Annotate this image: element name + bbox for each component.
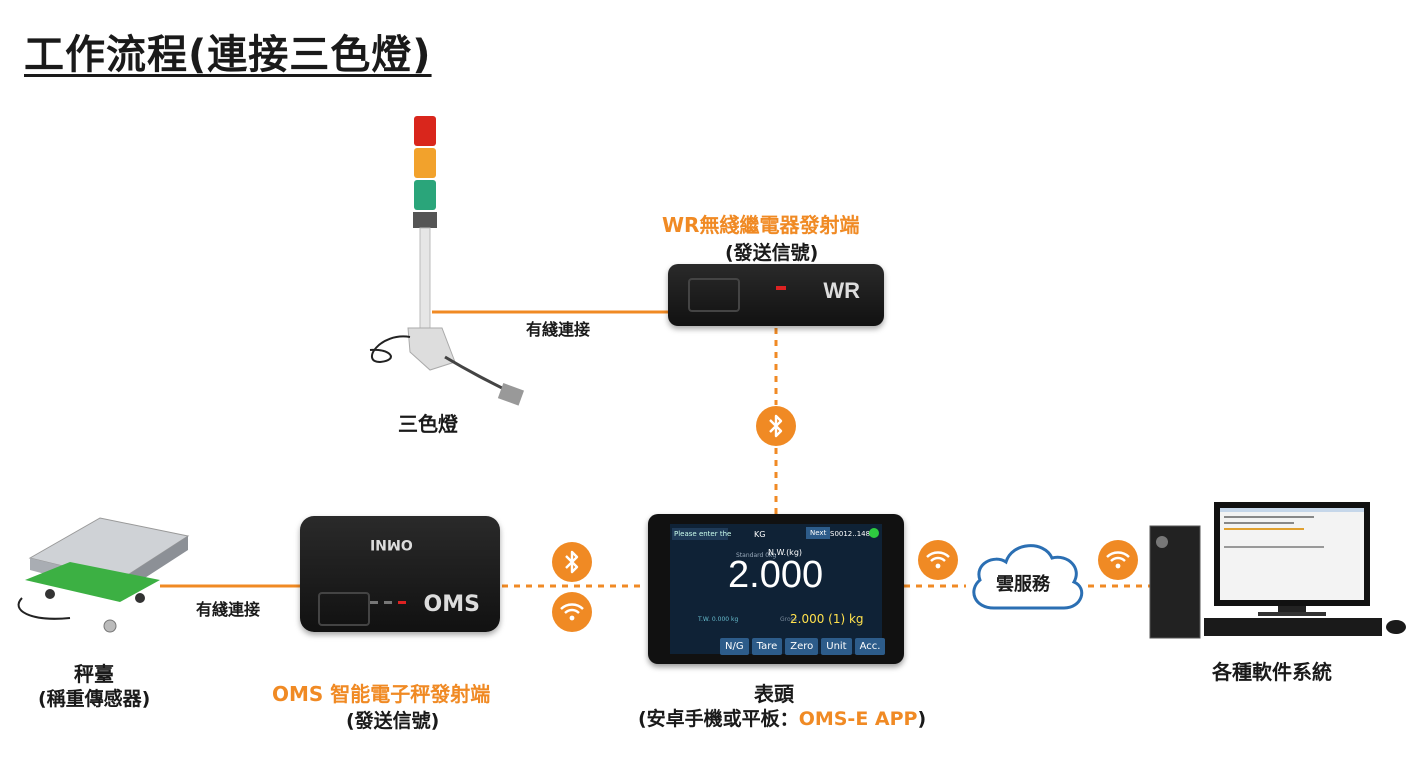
oms-device: OMNI OMS [300, 516, 500, 632]
tablet-title: 表頭 [754, 682, 794, 706]
scale-image [10, 510, 190, 640]
stack-light-label: 三色燈 [398, 412, 458, 436]
wifi-icon [552, 592, 592, 632]
wired-label-top: 有綫連接 [526, 320, 591, 339]
wifi-icon [1098, 540, 1138, 580]
tablet-unit-button[interactable]: Unit [821, 638, 852, 655]
tablet-subtitle-suffix: ) [917, 708, 927, 730]
tablet-ng-button[interactable]: N/G [720, 638, 749, 655]
tablet-serial: S0012..14893 [830, 530, 879, 538]
tablet-status-dot [869, 528, 879, 538]
tablet-gross-label: Gross [780, 616, 797, 623]
tablet-nw-label: N.W.(kg) [768, 548, 803, 557]
cloud-icon [964, 534, 1090, 618]
wired-label-bottom: 有綫連接 [196, 600, 261, 619]
oms-led-3 [398, 601, 406, 604]
stack-light-image [350, 112, 540, 412]
oms-subtitle: (發送信號) [346, 710, 440, 732]
wr-subtitle: (發送信號) [725, 242, 819, 264]
tablet-subtitle: (安卓手機或平板：OMS-E APP) [638, 704, 926, 731]
pc-image [1148, 500, 1410, 645]
wr-title: WR無綫繼電器發射端 [662, 213, 860, 237]
oms-brand: OMNI [370, 536, 413, 552]
tablet-device: Please enter the KG Next S0012..14893 St… [648, 514, 904, 664]
wr-device: WR [668, 264, 884, 326]
tablet-subtitle-prefix: (安卓手機或平板： [638, 708, 799, 730]
page-title: 工作流程(連接三色燈) [24, 32, 432, 78]
oms-led-1 [370, 601, 378, 604]
scale-subtitle: (稱重傳感器) [38, 688, 151, 710]
tablet-weight: 2.000 [728, 554, 824, 596]
tablet-search-input[interactable]: Please enter the [672, 528, 732, 540]
oms-title: OMS 智能電子秤發射端 [272, 682, 491, 706]
wr-device-text: WR [823, 278, 860, 303]
wr-port [688, 278, 740, 312]
tablet-acc-button[interactable]: Acc. [854, 638, 886, 655]
tablet-gross: 2.000 (1) kg [790, 612, 864, 626]
tablet-subtitle-app: OMS-E APP [798, 708, 918, 730]
scale-label: 秤臺 [74, 662, 114, 686]
tablet-tare-button[interactable]: Tare [751, 638, 783, 655]
tablet-screen: Please enter the KG Next S0012..14893 St… [670, 524, 886, 655]
tablet-tw: T.W. 0.000 kg [698, 616, 739, 623]
cloud-label: 雲服務 [996, 574, 1050, 595]
wr-status-led [776, 286, 786, 290]
tablet-zero-button[interactable]: Zero [785, 638, 819, 655]
bluetooth-icon [756, 406, 796, 446]
wifi-icon [918, 540, 958, 580]
pc-label: 各種軟件系統 [1212, 660, 1332, 684]
tablet-standard: Standard 0kg [736, 552, 777, 559]
oms-led-2 [384, 601, 392, 604]
tablet-unit: KG [754, 530, 766, 539]
tablet-next-button[interactable]: Next [806, 527, 831, 539]
oms-port [318, 592, 370, 626]
bluetooth-icon [552, 542, 592, 582]
oms-device-text: OMS [423, 592, 480, 617]
